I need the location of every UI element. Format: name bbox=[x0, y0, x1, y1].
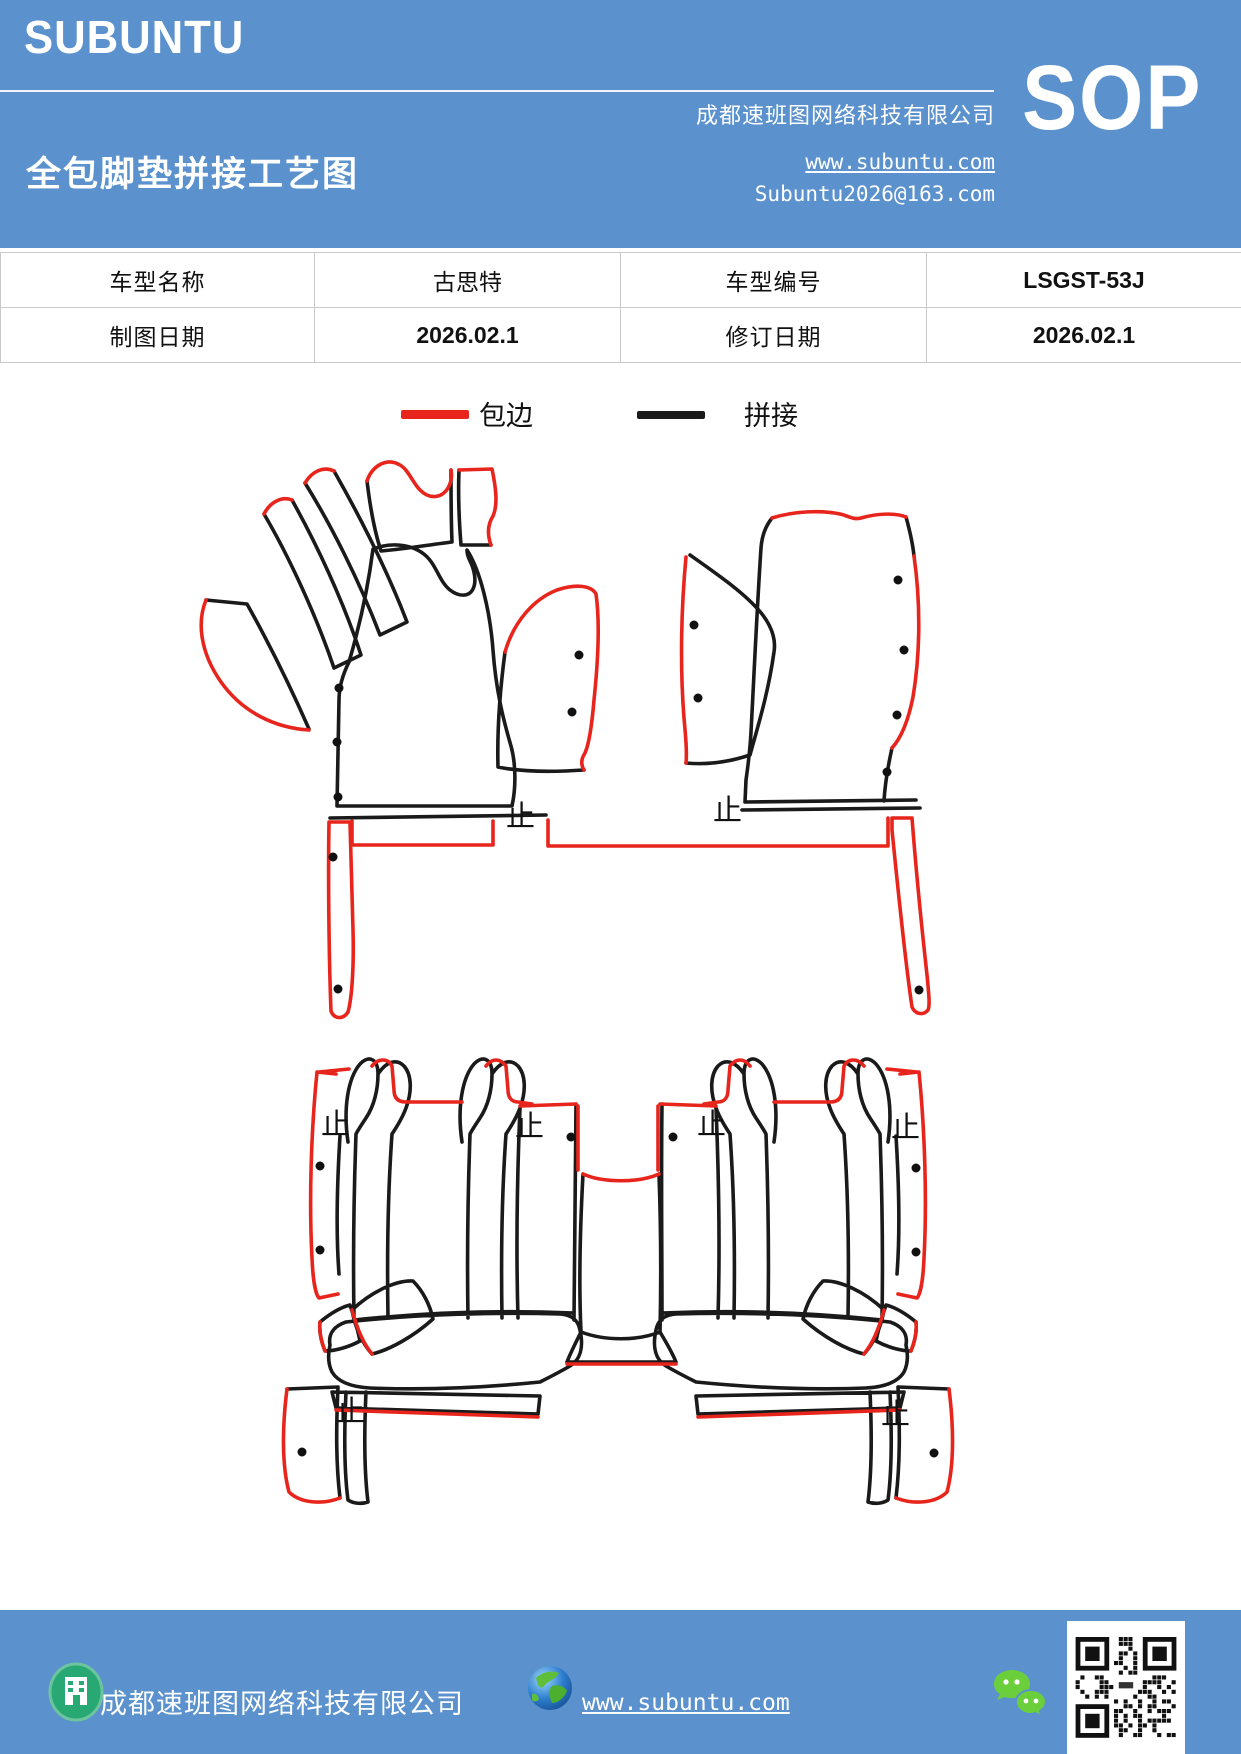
splice-legend-swatch bbox=[637, 411, 705, 419]
front-right-position-dots bbox=[689, 575, 924, 995]
stop-mark: 止 bbox=[697, 1107, 726, 1141]
model-name-label: 车型名称 bbox=[0, 252, 315, 308]
company-name: 成都速班图网络科技有限公司 bbox=[695, 104, 995, 129]
front-right-edge-lines bbox=[546, 509, 931, 1016]
website-link[interactable]: www.subuntu.com bbox=[805, 150, 995, 174]
table-row: 车型名称 古思特 车型编号 LSGST-53J bbox=[0, 252, 1241, 308]
footer-website-link[interactable]: www.subuntu.com bbox=[582, 1690, 790, 1716]
wechat-icon bbox=[994, 1670, 1048, 1718]
model-code-value: LSGST-53J bbox=[926, 252, 1241, 308]
front-left-position-dots bbox=[328, 650, 584, 994]
rear-mat-group: 止 止 止 止 止 止 bbox=[281, 1057, 955, 1506]
model-code-label: 车型编号 bbox=[620, 252, 927, 308]
front-right-mat-group: 止 bbox=[546, 509, 931, 1016]
edge-legend-label: 包边 bbox=[479, 401, 533, 432]
globe-icon bbox=[528, 1666, 572, 1710]
stop-mark: 止 bbox=[321, 1107, 350, 1141]
model-name-value: 古思特 bbox=[314, 252, 621, 308]
rear-position-dots bbox=[297, 1132, 939, 1458]
stop-mark: 止 bbox=[881, 1397, 910, 1431]
table-row: 制图日期 2026.02.1 修订日期 2026.02.1 bbox=[0, 307, 1241, 363]
front-left-edge-lines bbox=[199, 460, 600, 1020]
footer: 成都速班图网络科技有限公司 www.subuntu.com bbox=[0, 1610, 1241, 1754]
legend: 包边 拼接 bbox=[0, 398, 1241, 438]
email-text[interactable]: Subuntu2026@163.com bbox=[754, 182, 995, 206]
sop-badge: SOP bbox=[1022, 47, 1203, 149]
front-right-splice-lines bbox=[684, 515, 922, 812]
subuntu-logo: SUBUNTU bbox=[24, 11, 245, 63]
draw-date-label: 制图日期 bbox=[0, 307, 315, 363]
front-left-mat-group: 止 bbox=[199, 460, 600, 1020]
revise-date-label: 修订日期 bbox=[620, 307, 927, 363]
building-icon bbox=[48, 1662, 104, 1722]
page-title: 全包脚垫拼接工艺图 bbox=[26, 154, 360, 195]
stop-mark: 止 bbox=[506, 799, 535, 833]
edge-legend-swatch bbox=[401, 410, 469, 419]
stop-mark: 止 bbox=[515, 1109, 544, 1143]
draw-date-value: 2026.02.1 bbox=[314, 307, 621, 363]
stop-mark: 止 bbox=[336, 1394, 365, 1428]
front-left-splice-lines bbox=[204, 468, 586, 820]
header: SUBUNTU 全包脚垫拼接工艺图 成都速班图网络科技有限公司 SOP www.… bbox=[0, 0, 1241, 248]
rear-edge-lines bbox=[281, 1058, 955, 1504]
stop-mark: 止 bbox=[713, 793, 742, 827]
info-table: 车型名称 古思特 车型编号 LSGST-53J 制图日期 2026.02.1 修… bbox=[0, 252, 1241, 363]
qr-code bbox=[1067, 1621, 1185, 1754]
qr-code-modules bbox=[1075, 1637, 1177, 1738]
footer-company-name: 成都速班图网络科技有限公司 bbox=[100, 1689, 464, 1720]
splice-legend-label: 拼接 bbox=[744, 401, 798, 432]
rear-splice-lines bbox=[285, 1057, 951, 1506]
revise-date-value: 2026.02.1 bbox=[926, 307, 1241, 363]
stop-mark: 止 bbox=[891, 1110, 920, 1144]
header-divider bbox=[0, 90, 994, 92]
